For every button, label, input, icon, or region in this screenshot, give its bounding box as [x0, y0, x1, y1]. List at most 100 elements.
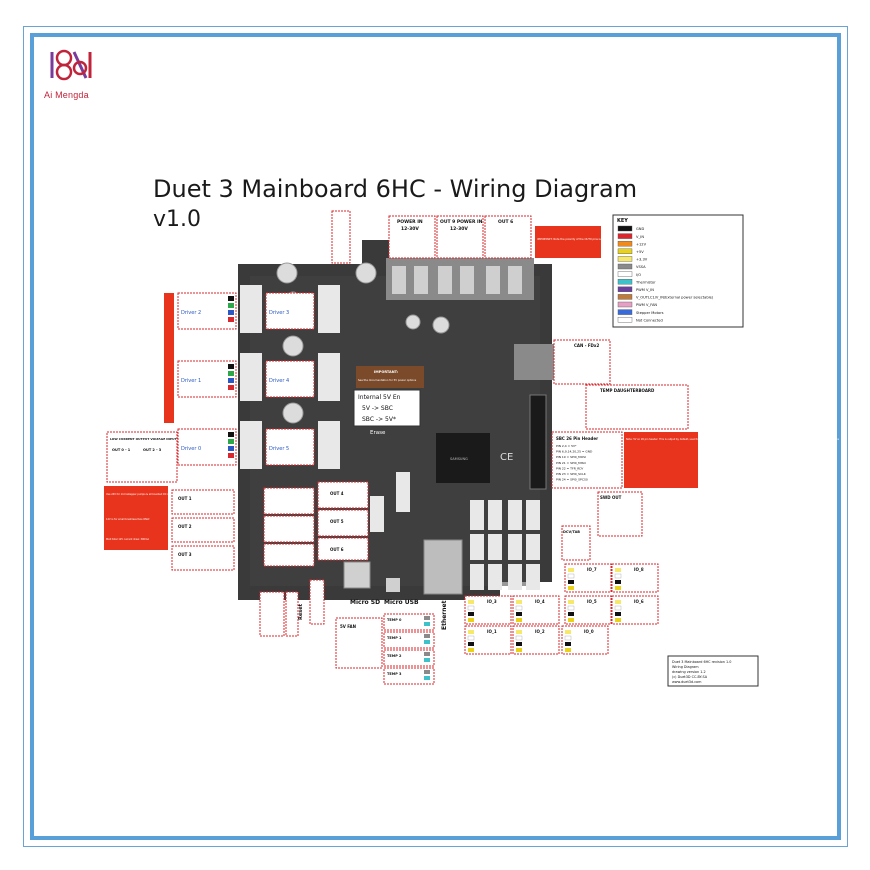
mcu-chip	[436, 433, 490, 483]
io-pin-in	[467, 605, 475, 611]
low-current-out-a: OUT 0 - 1	[112, 448, 131, 452]
io-label: IO_7	[587, 567, 597, 572]
sbc-line: PIN 2,4 = 5V*	[556, 444, 577, 448]
note-right-text: Note: 5V on 26 pin header: This is outpu…	[626, 438, 840, 441]
internal-5v-line2: 5V -> SBC	[362, 405, 393, 412]
sbc-title: SBC 26 Pin Header	[556, 436, 598, 441]
out-boxes-middle	[263, 481, 369, 567]
left-warning-line2: 12V is for small brushless fans ONLY.	[106, 518, 150, 521]
io-pin-5v	[615, 586, 621, 590]
out4-label: OUT 4	[330, 491, 344, 496]
legend-label: VSSA	[636, 265, 646, 269]
io-pin-3v3	[516, 600, 522, 604]
io-pin-gnd	[568, 580, 574, 584]
dcv-box	[561, 525, 591, 561]
legend-swatch	[617, 256, 633, 262]
io-pin-gnd	[568, 612, 574, 616]
temp-daughter-title: TEMP DAUGHTERBOARD	[600, 388, 655, 393]
bottom-left-boxes	[259, 579, 325, 637]
note-right-box	[624, 432, 698, 488]
version-label: v1.0	[153, 207, 202, 232]
io-pin-in	[614, 605, 622, 611]
fan-block-box	[335, 617, 383, 669]
important-center-text: See the documentation for 5V power optio…	[358, 378, 417, 382]
io-pin-5v	[615, 618, 621, 622]
sbc-line: PIN 22 = TFR_RDY	[556, 466, 584, 470]
io-pin-in	[614, 573, 622, 579]
micro-sd-slot	[343, 561, 371, 589]
legend-items: GNDV_IN+12V+5V+3.3VVSSAI/OThermistorPWM …	[617, 225, 714, 323]
can-title: CAN - FDx2	[574, 343, 599, 348]
swd-box	[597, 491, 643, 537]
io-pin-gnd	[615, 612, 621, 616]
sbc-line: PIN 19 = SPI0_MOSI	[556, 455, 586, 459]
low-current-title: LOW CURRENT OUTPUT VOLTAGE INPUT	[110, 437, 178, 441]
io-pin-5v	[565, 648, 571, 652]
ce-mark: CE	[500, 452, 513, 463]
outer-frame	[23, 26, 848, 847]
important-top-box	[535, 226, 601, 258]
io-pin-in	[567, 605, 575, 611]
footer-lines: Duet 3 Mainboard 6HC revision 1.0Wiring …	[672, 660, 731, 684]
dcv-label: DCV/TAB	[563, 530, 580, 534]
swd-label: SWD OUT	[600, 495, 622, 500]
io-pin-3v3	[516, 630, 522, 634]
io-pin-in	[515, 605, 523, 611]
footer-line: drawing version 1.2	[672, 670, 706, 674]
legend-label: Stepper Motors	[636, 311, 664, 315]
legend-swatch	[617, 294, 633, 300]
legend-box	[612, 214, 744, 328]
left-warning-line3: MAX total 12V current draw: 300mA	[106, 538, 149, 541]
temp-daughter-box	[585, 384, 689, 430]
out2-label: OUT 2	[178, 524, 192, 529]
micro-usb-port	[386, 578, 400, 592]
sbc-line: PIN 6,9,14,20,25 = GND	[556, 450, 593, 454]
temp-boxes	[383, 613, 435, 685]
legend-label: PWM V_IN	[636, 288, 654, 292]
io-pin-3v3	[468, 600, 474, 604]
driver-1-label: Driver 1	[181, 378, 201, 384]
io-pin-in	[567, 573, 575, 579]
driver-label-boxes	[177, 292, 315, 466]
temp3-label: TEMP 3	[387, 672, 402, 676]
power-in-title: POWER IN	[397, 219, 423, 225]
driver-pin-colors	[228, 296, 234, 458]
brand-name: Ai Mengda	[44, 90, 89, 100]
io-label: IO_4	[535, 599, 545, 604]
out5-label: OUT 5	[330, 519, 344, 524]
can-box	[553, 339, 611, 385]
reset-label: Reset	[298, 603, 304, 620]
io-pin-5v	[516, 648, 522, 652]
out1-label: OUT 1	[178, 496, 192, 501]
inner-frame	[30, 33, 841, 840]
fan-block-title: 5V FAN	[340, 624, 356, 629]
legend-swatch	[617, 233, 633, 239]
io-pin-in	[467, 635, 475, 641]
legend-label: I/O	[636, 273, 641, 277]
important-center-box	[356, 366, 424, 388]
io-label: IO_0	[584, 629, 594, 634]
io-pin-3v3	[615, 568, 621, 572]
legend-label: V_IN	[636, 235, 644, 239]
ethernet-label: Ethernet	[441, 600, 448, 630]
legend-swatch	[617, 301, 633, 308]
legend-label: +3.3V	[636, 258, 648, 262]
io-pin-gnd	[516, 642, 522, 646]
micro-usb-label: Micro USB	[384, 599, 419, 606]
io-pin-5v	[468, 648, 474, 652]
legend-swatch	[617, 271, 633, 277]
legend-label: Thermistor	[635, 280, 656, 284]
io-pin-gnd	[615, 580, 621, 584]
sbc-line: PIN 21 = SPI0_MISO	[556, 461, 587, 465]
out3-label: OUT 3	[178, 552, 192, 557]
ethernet-port	[423, 539, 463, 595]
brand-logo	[50, 49, 92, 81]
legend-label: GND	[636, 227, 644, 231]
footer-line: Duet 3 Mainboard 6HC revision 1.0	[672, 660, 731, 664]
driver-5-label: Driver 5	[269, 446, 289, 452]
legend-label: V_OUTLC1/V_IN/External power selectable)	[636, 296, 714, 300]
legend-label: Not Connected	[636, 318, 663, 322]
legend-label: +12V	[636, 242, 647, 246]
chip-label: SAMSUNG	[450, 457, 468, 461]
